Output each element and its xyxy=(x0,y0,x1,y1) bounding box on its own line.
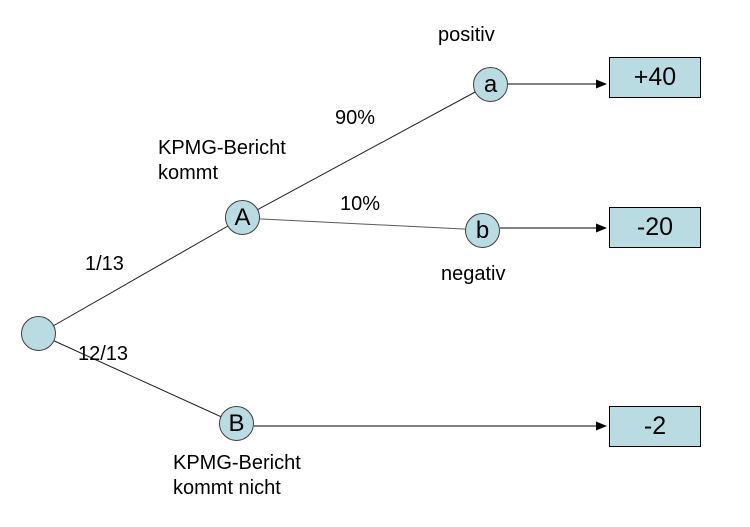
arrowhead-B-icon xyxy=(596,421,607,431)
outcome-box-B: -2 xyxy=(609,406,701,447)
node-B: B xyxy=(219,406,254,441)
edge-root-to-B xyxy=(38,333,238,425)
node-a: a xyxy=(473,67,508,102)
edge-label-root-to-B: 12/13 xyxy=(78,343,129,365)
caption-node-A-line2: kommt xyxy=(158,162,218,184)
node-root xyxy=(21,316,56,351)
caption-node-a: positiv xyxy=(438,24,495,46)
node-b: b xyxy=(465,213,500,248)
edge-label-A-to-b: 10% xyxy=(340,193,381,215)
caption-node-B-line1: KPMG-Bericht xyxy=(173,452,301,474)
caption-node-A: KPMG-Bericht kommt xyxy=(158,136,286,186)
caption-node-B-line2: kommt nicht xyxy=(173,477,281,499)
edge-A-to-b xyxy=(241,217,484,231)
node-A: A xyxy=(225,200,260,235)
outcome-box-b: -20 xyxy=(609,207,701,248)
caption-node-B: KPMG-Bericht kommt nicht xyxy=(173,451,301,501)
caption-node-b: negativ xyxy=(441,263,506,285)
edge-label-A-to-a: 90% xyxy=(335,107,376,129)
caption-node-A-line1: KPMG-Bericht xyxy=(158,137,286,159)
edge-root-to-A xyxy=(38,217,243,335)
edge-A-to-a xyxy=(241,83,491,219)
arrowhead-a-icon xyxy=(596,79,607,89)
outcome-box-a: +40 xyxy=(609,57,701,98)
edge-label-root-to-A: 1/13 xyxy=(85,253,124,275)
arrowhead-b-icon xyxy=(596,223,607,233)
